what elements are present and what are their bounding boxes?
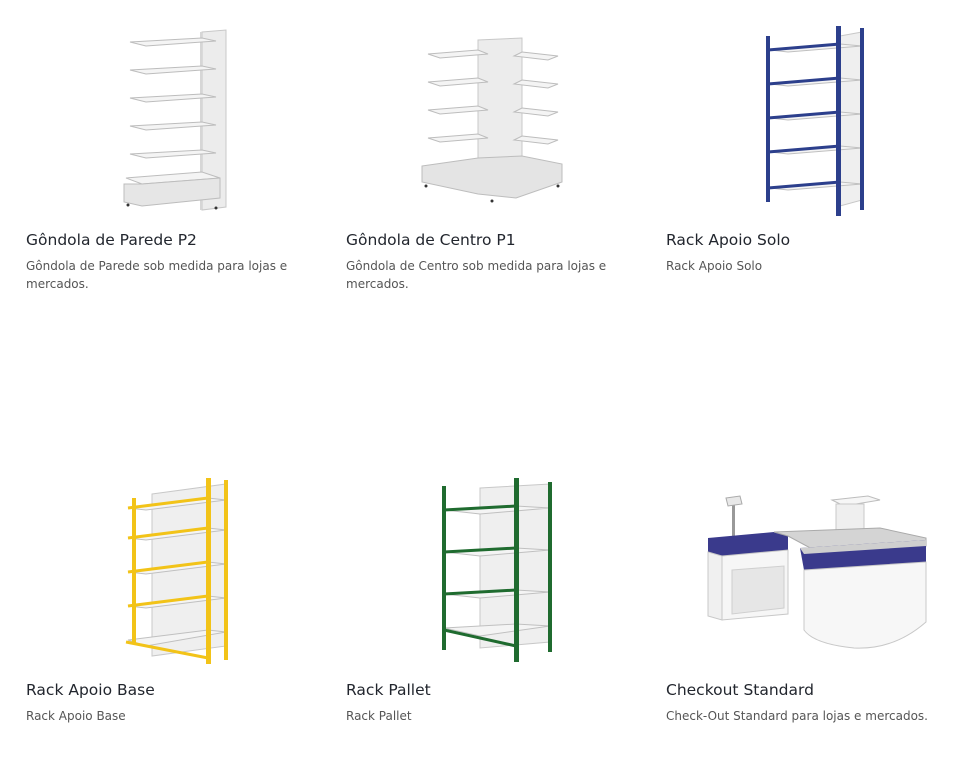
- product-description: Check-Out Standard para lojas e mercados…: [666, 709, 928, 723]
- product-card-gondola-parede[interactable]: Gôndola de Parede P2 Gôndola de Parede s…: [26, 0, 326, 300]
- product-card-rack-pallet[interactable]: Rack Pallet Rack Pallet: [346, 460, 646, 750]
- product-title[interactable]: Checkout Standard: [666, 681, 814, 699]
- product-card-rack-apoio-solo[interactable]: Rack Apoio Solo Rack Apoio Solo: [666, 0, 964, 300]
- product-card-rack-apoio-base[interactable]: Rack Apoio Base Rack Apoio Base: [26, 460, 326, 750]
- product-description: Gôndola de Parede sob medida para lojas …: [26, 259, 288, 291]
- product-title[interactable]: Rack Apoio Solo: [666, 231, 791, 249]
- product-card-gondola-centro[interactable]: Gôndola de Centro P1 Gôndola de Centro s…: [346, 0, 646, 300]
- product-description: Rack Apoio Base: [26, 709, 126, 723]
- product-title[interactable]: Gôndola de Centro P1: [346, 231, 516, 249]
- center-gondola-icon[interactable]: [418, 34, 578, 209]
- product-description: Rack Apoio Solo: [666, 259, 763, 273]
- yellow-base-rack-icon[interactable]: [122, 476, 234, 668]
- product-card-checkout-standard[interactable]: Checkout Standard Check-Out Standard par…: [666, 460, 964, 750]
- checkout-counter-icon[interactable]: [704, 490, 930, 660]
- blue-floor-rack-icon[interactable]: [762, 22, 874, 218]
- wall-gondola-icon[interactable]: [116, 22, 266, 217]
- product-title[interactable]: Rack Apoio Base: [26, 681, 155, 699]
- product-title[interactable]: Rack Pallet: [346, 681, 431, 699]
- product-description: Gôndola de Centro sob medida para lojas …: [346, 259, 607, 291]
- product-title[interactable]: Gôndola de Parede P2: [26, 231, 197, 249]
- product-description: Rack Pallet: [346, 709, 412, 723]
- green-pallet-rack-icon[interactable]: [440, 476, 556, 666]
